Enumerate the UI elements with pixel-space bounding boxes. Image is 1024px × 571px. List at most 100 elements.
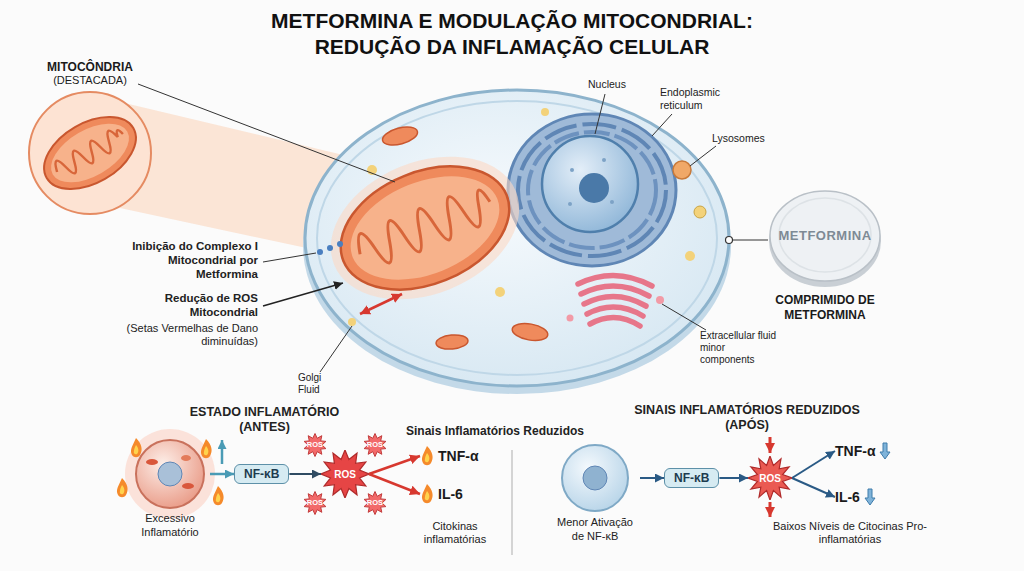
flame-icon	[213, 486, 224, 505]
vesicle	[495, 287, 505, 297]
flame-icon	[117, 478, 128, 497]
small-mitochondrion	[381, 124, 420, 149]
leader-line	[652, 114, 672, 136]
annotation-label: ROS	[303, 440, 327, 449]
nucleus	[570, 168, 574, 172]
node-text: IL-6	[438, 486, 463, 502]
diagram-title: METFORMINA E MODULAÇÃO MITOCONDRIAL: RED…	[232, 8, 792, 59]
icon-part	[583, 466, 607, 490]
node-text: COMPRIMIDO DE METFORMINA	[760, 293, 890, 323]
lysosome	[694, 206, 706, 218]
node-text: ROS	[334, 469, 356, 480]
pointer-arrow	[263, 283, 343, 306]
activation-arrow	[221, 440, 224, 464]
annotation-label: Endoplasmic reticulum	[660, 86, 740, 111]
zoom-circle	[25, 88, 155, 218]
node-text: ROS	[759, 473, 781, 484]
signal-arrow	[289, 473, 321, 475]
ros-burst: ROS	[321, 450, 369, 498]
nucleus	[542, 136, 638, 232]
mitochondrion	[353, 183, 498, 273]
endoplasmic-reticulum	[508, 114, 676, 266]
mitochondrion	[322, 143, 527, 313]
cell-icon	[550, 442, 640, 514]
node-text: (DESTACADA)	[25, 74, 155, 87]
icon-part	[29, 92, 151, 214]
decrease-arrow	[769, 437, 772, 453]
mitochondrion	[309, 130, 540, 326]
icon-part	[425, 453, 430, 462]
icon-part	[425, 491, 430, 500]
pill-body: METFORMINA	[760, 185, 890, 289]
calm-cell: Menor Ativação de NF-κB	[550, 442, 640, 544]
cytokine-marker: TNF-α	[420, 446, 478, 466]
metformin-pill: METFORMINA COMPRIMIDO DE METFORMINA	[760, 185, 890, 323]
annotation-label: ROS	[363, 440, 387, 449]
endoplasmic-reticulum	[528, 132, 656, 248]
icon-part	[52, 125, 128, 180]
node-text: Menor Ativação de NF-κB	[550, 516, 640, 544]
lysosome	[673, 161, 691, 179]
golgi-apparatus	[587, 307, 643, 316]
complex-i-dots	[327, 245, 333, 251]
icon-part	[422, 446, 433, 465]
inflammation-glow	[125, 429, 215, 519]
cell-body	[305, 90, 729, 386]
node-text: TNF-α	[835, 443, 875, 459]
nucleus	[568, 202, 572, 206]
vesicle	[685, 251, 695, 261]
annotation-label: Nucleus	[588, 78, 658, 91]
icon-part	[422, 446, 433, 465]
leader-line	[263, 253, 316, 262]
complex-i-dots	[337, 241, 343, 247]
nucleus	[602, 158, 606, 162]
nucleus	[542, 136, 638, 232]
flame-icon	[204, 446, 209, 455]
lysosome	[673, 161, 706, 218]
connector-group	[210, 451, 835, 497]
annotation-label: Citokinas inflamatórias	[405, 520, 505, 546]
nucleus	[610, 200, 614, 204]
node-text: MITOCÔNDRIA	[25, 60, 155, 74]
node-text: METFORMINA	[760, 228, 890, 243]
icon-part	[158, 462, 182, 486]
node-text: Excessivo Inflamatório	[130, 512, 210, 540]
golgi-apparatus	[578, 275, 652, 326]
vesicle	[541, 108, 549, 116]
flame-icon	[131, 438, 142, 457]
vesicle	[656, 296, 664, 304]
flame-icon	[120, 485, 125, 494]
leader-line	[320, 326, 352, 372]
signal-arrow	[792, 478, 835, 497]
mitochondrion	[309, 130, 540, 326]
icon-part	[146, 459, 158, 465]
icon-part	[422, 484, 433, 503]
endoplasmic-reticulum	[518, 124, 666, 256]
annotation-label: ROS	[303, 498, 327, 507]
icon-part	[32, 102, 149, 204]
cell-icon	[130, 438, 210, 510]
ros-burst: ROS	[748, 456, 792, 500]
down-arrow-icon	[864, 488, 876, 506]
vesicle	[348, 318, 356, 326]
mitochondrion	[335, 156, 514, 300]
down-arrow-icon	[879, 442, 891, 460]
icon-part	[182, 483, 194, 489]
flame-icon	[420, 446, 434, 466]
complex-i-dots	[317, 241, 343, 255]
cytokine-marker: IL-6	[835, 488, 876, 506]
golgi-apparatus	[590, 317, 640, 326]
icon-part	[880, 443, 890, 459]
nfkb-box: NF-κB	[234, 464, 289, 484]
decrease-arrow	[769, 502, 772, 517]
flame-icon	[201, 439, 212, 458]
icon-part	[32, 102, 149, 204]
signal-arrow	[640, 477, 664, 479]
annotation-label: ROS	[363, 498, 387, 507]
annotation-label: Inibição do Complexo I Mitocondrial por …	[120, 240, 258, 281]
damage-arrow	[360, 294, 402, 314]
leader-line	[138, 84, 395, 182]
leader-line	[732, 240, 768, 241]
signal-arrow	[210, 473, 234, 476]
